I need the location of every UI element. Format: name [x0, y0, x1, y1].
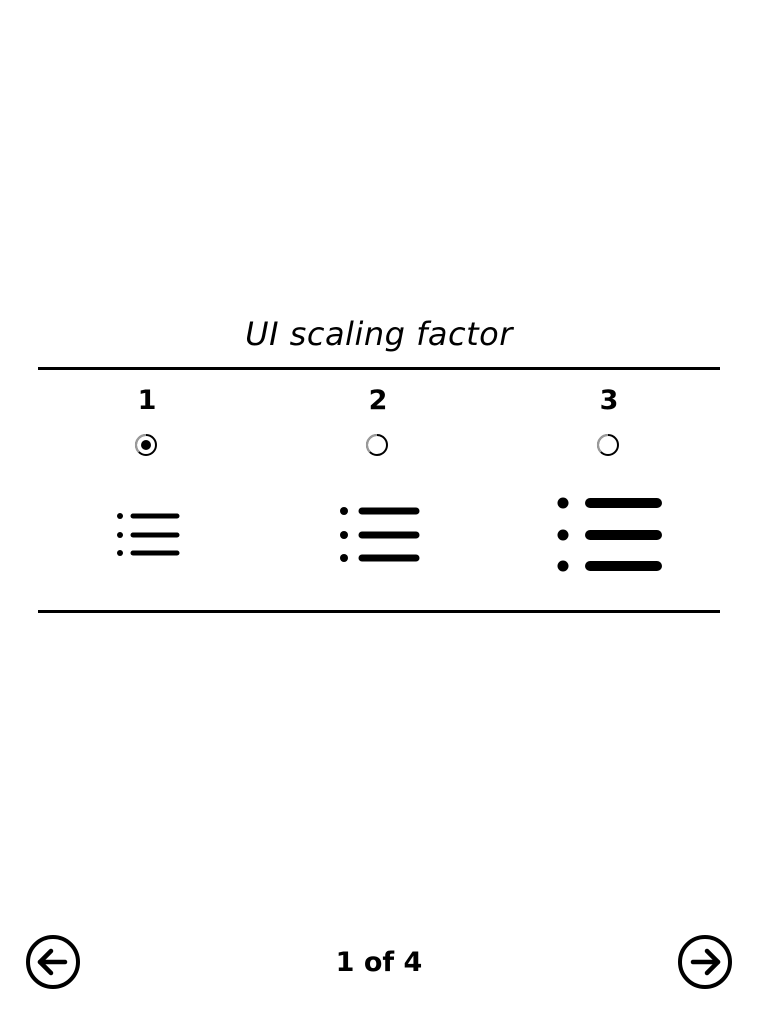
list-large-icon	[509, 490, 709, 580]
bottom-divider	[38, 610, 720, 613]
scale-option-3[interactable]: 3	[509, 380, 709, 595]
scale-option-1[interactable]: 1	[47, 380, 247, 595]
scale-option-label: 3	[599, 385, 619, 416]
page-indicator: 1 of 4	[335, 947, 423, 978]
scale-option-label: 2	[368, 385, 388, 416]
scale-option-radio[interactable]	[134, 433, 158, 457]
scale-option-2[interactable]: 2	[278, 380, 478, 595]
page-title: UI scaling factor	[245, 315, 513, 353]
arrow-right-circle-icon	[677, 935, 733, 994]
list-medium-icon	[278, 490, 478, 580]
previous-page-button[interactable]	[25, 934, 81, 990]
next-page-button[interactable]	[677, 934, 733, 990]
scale-option-radio[interactable]	[596, 433, 620, 457]
scale-option-label: 1	[137, 385, 157, 416]
scale-option-radio[interactable]	[365, 433, 389, 457]
arrow-left-circle-icon	[25, 935, 81, 994]
top-divider	[38, 367, 720, 370]
list-small-icon	[47, 490, 247, 580]
